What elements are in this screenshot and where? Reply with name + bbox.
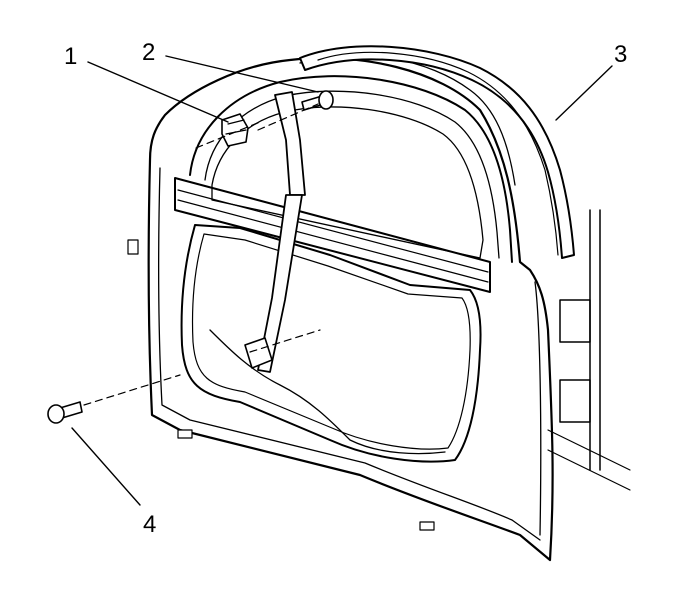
lower-bolt [47, 401, 83, 424]
regulator-upper-rail [274, 91, 306, 196]
regulator-upper-bolt [301, 90, 334, 111]
leader-line-3 [555, 65, 613, 121]
retainer-clip [221, 113, 249, 147]
callout-2: 2 [142, 39, 155, 66]
inner-panel-opening-lip [191, 233, 471, 450]
leader-line-2 [165, 55, 319, 93]
install-line-upper-bolt [257, 103, 319, 131]
install-line-lower-bolt [83, 329, 321, 406]
mounting-tabs [127, 239, 435, 531]
regulator-lower-mount [244, 337, 273, 369]
belt-beam-ridge [177, 189, 489, 283]
belt-reinforcement-beam [174, 177, 491, 293]
door-hinges [547, 209, 631, 491]
callout-3: 3 [614, 41, 627, 68]
regulator-rail [257, 194, 303, 373]
door-outer-shell [147, 57, 554, 562]
install-line-clip [195, 121, 261, 149]
leader-line-4 [71, 427, 141, 506]
door-shell-inner-edge [158, 167, 541, 541]
window-run-channel-seal [299, 45, 575, 259]
door-shell-rear-edge [534, 281, 542, 536]
callout-4: 4 [143, 511, 156, 538]
callout-1: 1 [64, 43, 77, 70]
inner-panel-opening [180, 224, 482, 463]
leader-line-1 [87, 61, 229, 123]
window-frame [189, 75, 513, 263]
wiring-harness [209, 329, 446, 455]
window-frame-inner [204, 90, 500, 259]
window-run-channel-groove [317, 51, 559, 256]
